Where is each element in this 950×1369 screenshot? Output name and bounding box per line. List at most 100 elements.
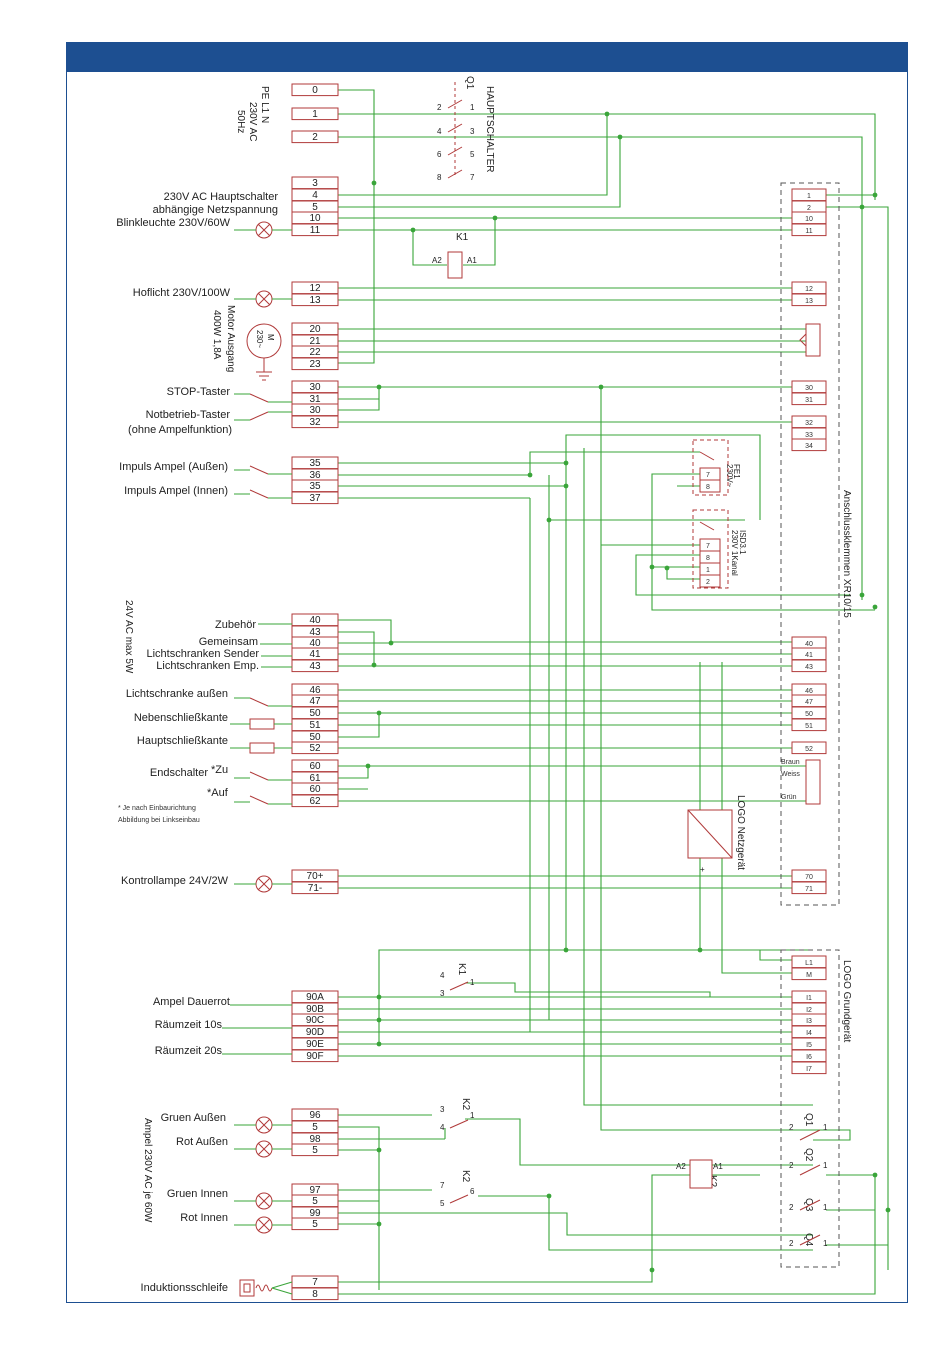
left_terminals-label: 52 — [309, 743, 321, 754]
svg-text:1: 1 — [823, 1161, 828, 1170]
left_terminals-label: 0 — [312, 85, 318, 96]
zubehoer-label: Zubehör — [215, 619, 256, 631]
left_terminals-label: 36 — [309, 470, 321, 481]
left_terminals-label: 37 — [309, 493, 321, 504]
endschalter-sensor — [805, 759, 821, 805]
right_terminals-box — [791, 741, 827, 755]
induktion-label: Induktionsschleife — [141, 1282, 228, 1294]
left_terminals-label: 21 — [309, 336, 321, 347]
induction-loop-icon — [239, 1279, 293, 1297]
isd-label-a: ISD3.1 — [738, 530, 747, 555]
svg-text:2: 2 — [789, 1161, 794, 1170]
left_terminals-box — [291, 1049, 339, 1063]
note-2: Abbildung bei Linkseinbau — [118, 817, 200, 824]
left_terminals-label: 7 — [312, 1277, 318, 1288]
left_terminals-label: 31 — [309, 394, 321, 405]
left_terminals-label: 50 — [309, 732, 321, 743]
svg-text:2: 2 — [789, 1239, 794, 1248]
right_terminals-label: 40 — [805, 641, 813, 648]
svg-text:1: 1 — [823, 1203, 828, 1212]
notbetrieb-label-1: Notbetrieb-Taster — [146, 409, 231, 421]
left_terminals-box — [291, 415, 339, 429]
right_terminals-label: 34 — [805, 443, 813, 450]
left_terminals-label: 90E — [306, 1039, 324, 1050]
svg-text:1: 1 — [470, 1111, 475, 1120]
svg-text:6: 6 — [437, 150, 442, 159]
logo_inputs-box — [791, 1061, 827, 1075]
svg-text:1: 1 — [470, 103, 475, 112]
gemeinsam-label: Gemeinsam — [199, 636, 258, 648]
k2-coil — [689, 1159, 713, 1189]
left-terminal-strip: 0123451011121320212223303130323536353740… — [291, 83, 339, 1301]
q-out-1: Q1 — [803, 1113, 814, 1127]
left_terminals-label: 35 — [309, 458, 321, 469]
klemmen-label: Anschlussklemmen XR10/15 — [841, 490, 852, 618]
left_terminals-box — [291, 357, 339, 371]
left_terminals-label: 13 — [309, 295, 321, 306]
left_terminals-label: 5 — [312, 1145, 318, 1156]
left_terminals-box — [291, 1217, 339, 1231]
supply-voltage: 230V AC — [247, 102, 258, 141]
svg-text:8: 8 — [437, 173, 442, 182]
right_terminals-label: 1 — [807, 193, 811, 200]
logo_inputs-label: I2 — [806, 1007, 812, 1014]
right_terminals-label: 2 — [807, 205, 811, 212]
logo-psu-label: LOGO Netzgerät — [735, 795, 746, 870]
left_terminals-label: 62 — [309, 796, 321, 807]
svg-text:8: 8 — [706, 555, 710, 562]
main-dependent-2: abhängige Netzspannung — [153, 204, 278, 216]
isd-box — [692, 509, 729, 589]
isd-label-b: 230V 1Kanal — [730, 530, 739, 576]
right_terminals-box — [791, 223, 827, 237]
svg-text:+: + — [700, 865, 705, 874]
left_terminals-label: 40 — [309, 615, 321, 626]
left_terminals-box — [291, 293, 339, 307]
right_terminals-label: 12 — [805, 286, 813, 293]
q-out-4: Q4 — [803, 1233, 814, 1247]
impuls-innen-label: Impuls Ampel (Innen) — [124, 485, 228, 497]
left_terminals-label: 35 — [309, 481, 321, 492]
svg-text:2: 2 — [706, 579, 710, 586]
logo_inputs-box — [791, 967, 827, 981]
left_terminals-box — [291, 130, 339, 144]
svg-text:3: 3 — [470, 127, 475, 136]
zu-label: *Zu — [211, 764, 228, 776]
fe1-label-a: FE1 — [732, 464, 741, 479]
left_terminals-label: 5 — [312, 1122, 318, 1133]
right_terminals-box — [791, 659, 827, 673]
header-bar — [66, 42, 908, 72]
right_terminals-label: 30 — [805, 385, 813, 392]
left_terminals-label: 10 — [309, 213, 321, 224]
svg-text:4: 4 — [437, 127, 442, 136]
left_terminals-label: 5 — [312, 1196, 318, 1207]
left_terminals-box — [291, 1143, 339, 1157]
right_terminals-label: 46 — [805, 688, 813, 695]
left_terminals-label: 12 — [309, 283, 321, 294]
right_terminals-box — [791, 881, 827, 895]
right_terminals-label: 47 — [805, 699, 813, 706]
svg-text:7: 7 — [440, 1181, 445, 1190]
left_terminals-label: 1 — [312, 109, 318, 120]
junctions — [365, 111, 891, 1273]
q-out-2: Q2 — [803, 1148, 814, 1162]
right_terminals-label: 32 — [805, 420, 813, 427]
left_terminals-label: 60 — [309, 761, 321, 772]
left_terminals-box — [291, 659, 339, 673]
k1-a2: A2 — [432, 256, 442, 265]
k2-a1: A1 — [713, 1162, 723, 1171]
right_terminals-label: 11 — [805, 228, 812, 235]
fe1-box — [692, 439, 729, 496]
svg-text:1: 1 — [470, 978, 475, 987]
left_terminals-label: 23 — [309, 359, 321, 370]
left_terminals-label: 90C — [306, 1015, 324, 1026]
q1-label: Q1 — [464, 76, 475, 90]
left_terminals-label: 51 — [309, 720, 321, 731]
wires — [338, 89, 889, 1295]
hoflicht-label: Hoflicht 230V/100W — [133, 287, 231, 299]
auf-label: *Auf — [207, 787, 229, 799]
logo-base-housing — [780, 949, 840, 1268]
logo_inputs-label: L1 — [805, 960, 813, 967]
ls-sender-label: Lichtschranken Sender — [146, 648, 259, 660]
right_terminals-label: 10 — [805, 216, 813, 223]
raeum20-label: Räumzeit 20s — [155, 1045, 223, 1057]
